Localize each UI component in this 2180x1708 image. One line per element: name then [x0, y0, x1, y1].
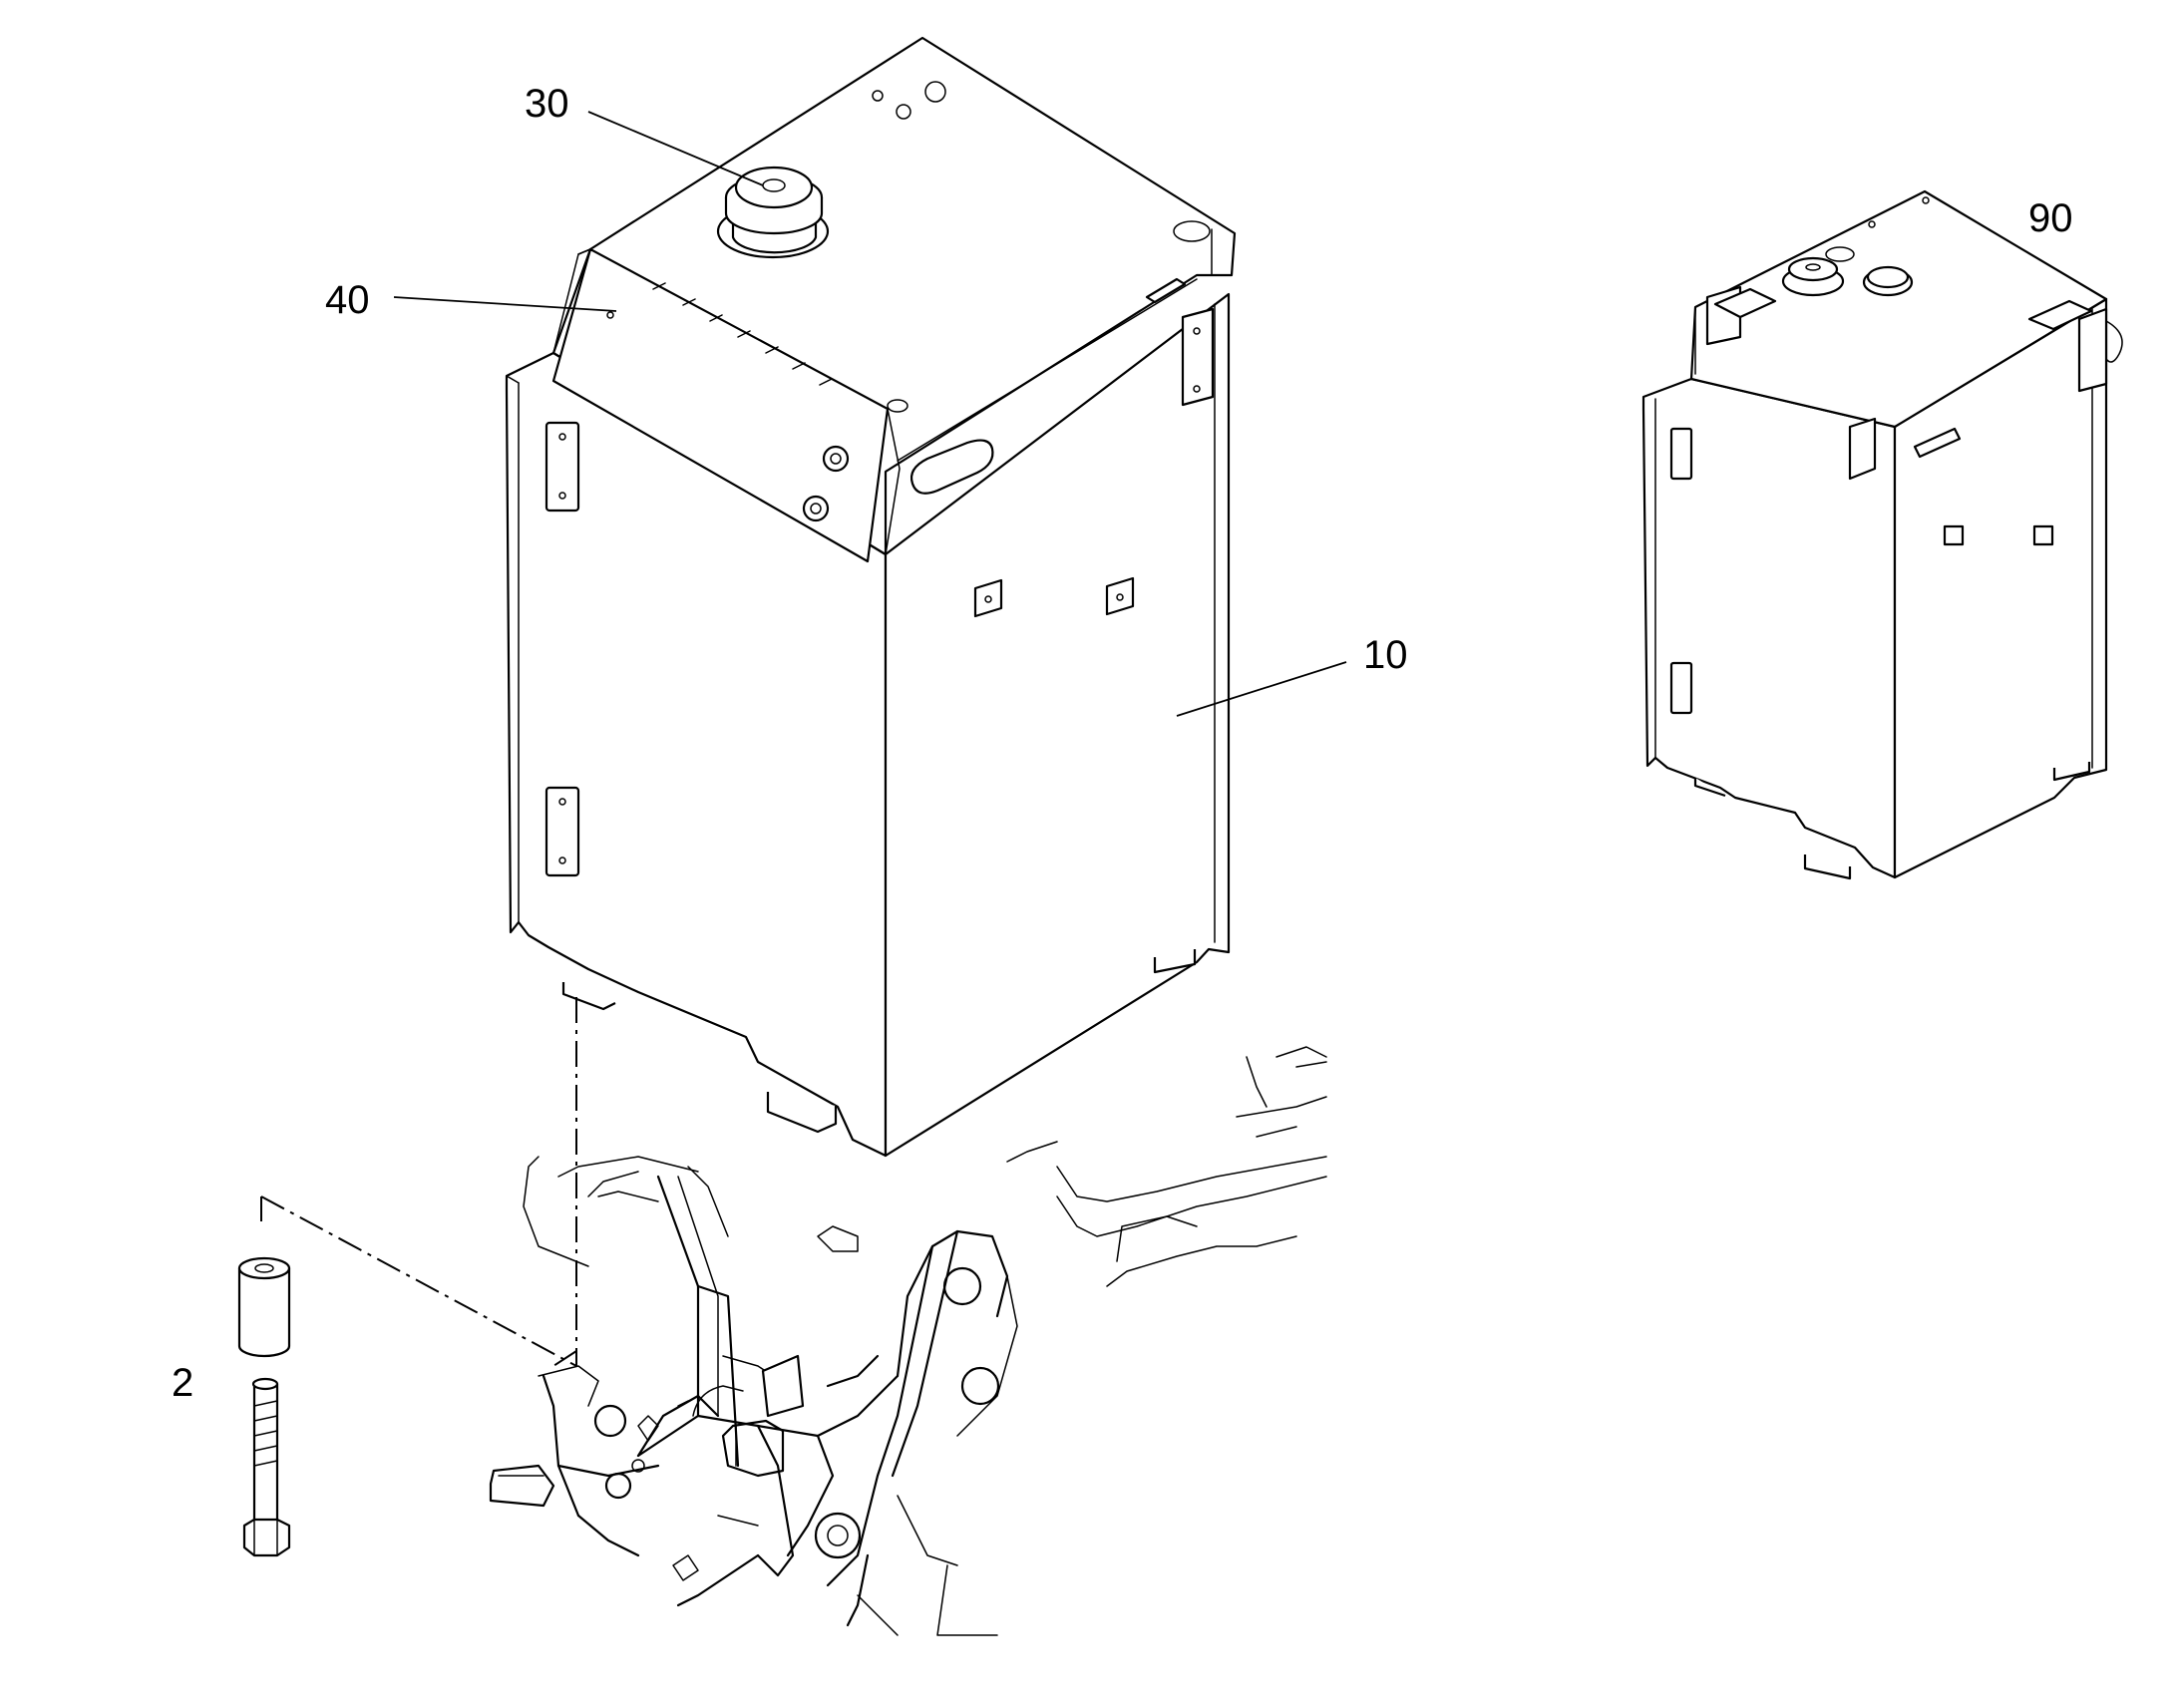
callout-labels: 30 40 10 90 2 — [172, 82, 2073, 1405]
callout-10: 10 — [1363, 633, 1408, 677]
callout-2: 2 — [172, 1361, 193, 1405]
callout-30: 30 — [525, 82, 569, 126]
alternate-tank — [1641, 189, 2123, 880]
spacer-and-bolt — [237, 1256, 291, 1557]
callout-90: 90 — [2028, 196, 2073, 240]
filler-cap — [716, 166, 830, 259]
assembly-path — [260, 997, 577, 1367]
leader-lines — [393, 111, 1347, 717]
callout-40: 40 — [325, 278, 370, 322]
machine-frame — [489, 1046, 1327, 1636]
main-tank — [505, 36, 1237, 1158]
